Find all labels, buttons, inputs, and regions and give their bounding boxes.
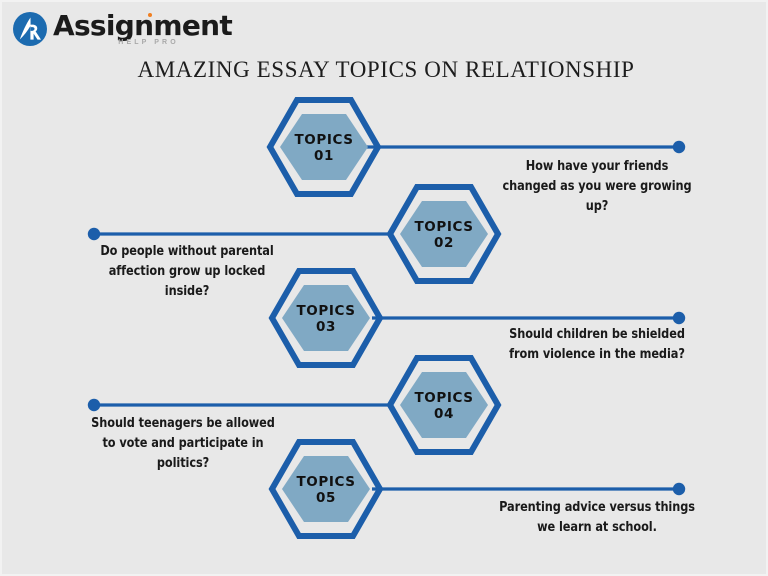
topic-badge-number-4: 04 [434, 406, 454, 422]
hexagon-outline-3 [268, 268, 384, 368]
brand-logo: Assignment HELP PRO [12, 9, 233, 54]
topic-badge-number-1: 01 [314, 148, 334, 164]
endpoint-dot-1 [672, 140, 686, 154]
logo-tagline-text: HELP PRO [118, 39, 179, 46]
endpoint-dot-5 [672, 482, 686, 496]
hexagon-outline-2 [386, 184, 502, 284]
assignment-a-monogram-icon [13, 12, 47, 46]
topic-badge-number-2: 02 [434, 235, 454, 251]
topic-badge-label-1: TOPICS [294, 132, 353, 148]
topic-badge-label-2: TOPICS [414, 219, 473, 235]
hexagon-fill-2 [400, 201, 488, 267]
hexagon-outline-1 [266, 97, 382, 197]
topic-node-1[interactable]: TOPICS 01 [266, 97, 382, 197]
hexagon-fill-1 [280, 114, 368, 180]
topic-badge-label-3: TOPICS [296, 303, 355, 319]
endpoint-dot-2 [87, 227, 101, 241]
topic-caption-5: Parenting advice versus things we learn … [499, 500, 695, 535]
hexagon-outline-5 [268, 439, 384, 539]
logo-wordmark: Assignment HELP PRO [53, 9, 233, 47]
hexagon-fill-4 [400, 372, 488, 438]
endpoint-group [87, 140, 686, 496]
endpoint-dot-3 [672, 311, 686, 325]
topic-badge-label-5: TOPICS [296, 474, 355, 490]
logo-accent-dot-icon [148, 13, 152, 17]
connector-group [94, 145, 679, 491]
topic-node-4[interactable]: TOPICS 04 [386, 355, 502, 455]
topic-badge-number-3: 03 [316, 319, 336, 335]
logo-brand-text: Assignment [53, 9, 233, 42]
topic-node-3[interactable]: TOPICS 03 [268, 268, 384, 368]
topic-caption-2: Do people without parental affection gro… [100, 244, 274, 299]
endpoint-dot-4 [87, 398, 101, 412]
topic-badge-number-5: 05 [316, 490, 336, 506]
topic-caption-3: Should children be shielded from violenc… [509, 327, 685, 362]
topic-node-2[interactable]: TOPICS 02 [386, 184, 502, 284]
topic-badge-label-4: TOPICS [414, 390, 473, 406]
hexagon-fill-3 [282, 285, 370, 351]
hexagon-outline-4 [386, 355, 502, 455]
hexagon-fill-5 [282, 456, 370, 522]
page-title: AMAZING ESSAY TOPICS ON RELATIONSHIP [137, 57, 635, 82]
topic-caption-1: How have your friends changed as you wer… [502, 159, 692, 214]
topic-caption-4: Should teenagers be allowed to vote and … [91, 416, 275, 471]
topic-node-5[interactable]: TOPICS 05 [268, 439, 384, 539]
